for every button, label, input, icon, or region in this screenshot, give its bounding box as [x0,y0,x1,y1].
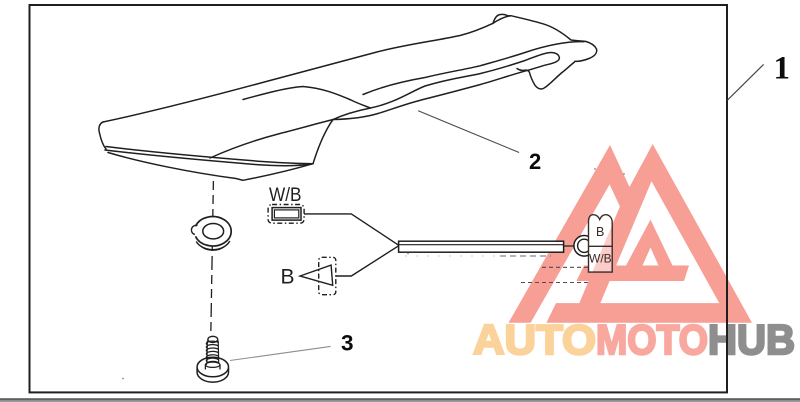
svg-text:HUB: HUB [708,316,795,363]
svg-text:1: 1 [774,50,791,86]
svg-text:3: 3 [341,331,354,356]
svg-text:B: B [596,225,604,239]
svg-text:W/B: W/B [269,184,302,206]
svg-text:2: 2 [529,149,541,174]
svg-text:B: B [281,266,295,289]
svg-text:AUTO: AUTO [473,316,596,363]
svg-text:W/B: W/B [589,251,612,265]
svg-text:MOTO: MOTO [596,316,708,363]
